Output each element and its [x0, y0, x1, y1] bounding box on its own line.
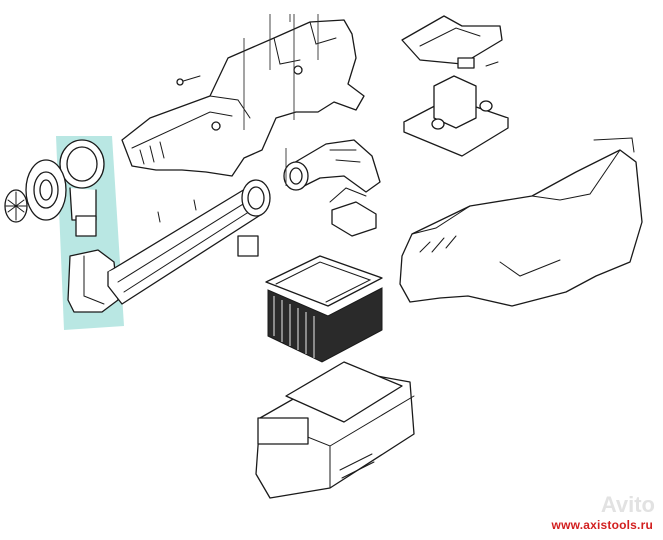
- dust-container[interactable]: [255, 361, 415, 499]
- upper-housing[interactable]: [121, 19, 365, 177]
- avito-watermark: Avito: [600, 492, 655, 517]
- pleated-filter[interactable]: [265, 255, 383, 363]
- leader-lines: [243, 14, 319, 186]
- slider-bracket[interactable]: [401, 15, 503, 69]
- dust-extractor-body[interactable]: [399, 137, 643, 307]
- elbow-pipe[interactable]: [283, 139, 381, 237]
- flange-ring[interactable]: [25, 159, 67, 221]
- site-watermark: www.axistools.ru: [551, 518, 653, 532]
- extraction-rail[interactable]: [107, 179, 271, 305]
- wheel-gear[interactable]: [4, 189, 28, 223]
- highlighted-hose-part[interactable]: [56, 136, 124, 330]
- suction-box[interactable]: [403, 75, 509, 157]
